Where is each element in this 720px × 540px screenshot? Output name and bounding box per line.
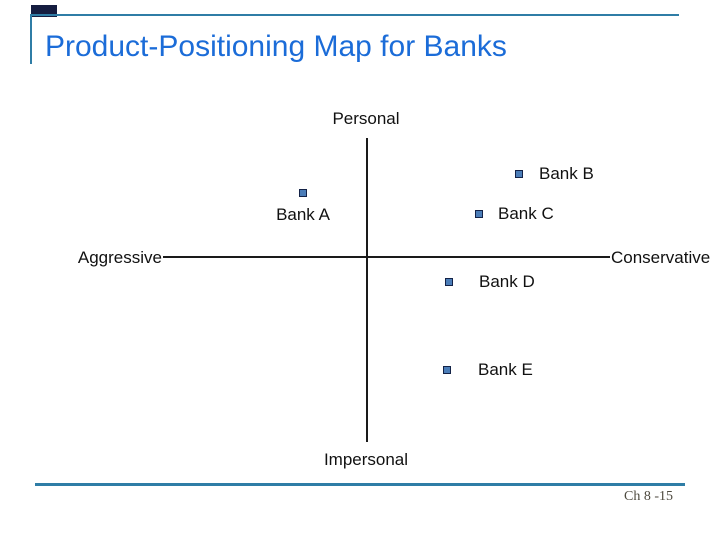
axis-label-impersonal: Impersonal: [323, 450, 409, 469]
slide-title: Product-Positioning Map for Banks: [45, 30, 507, 63]
bank-marker: [443, 365, 451, 374]
horizontal-axis-line: [163, 256, 610, 258]
bank-marker: [515, 170, 523, 179]
bank-label: Bank B: [539, 164, 594, 184]
bank-label: Bank E: [478, 359, 533, 379]
bank-label: Bank C: [498, 203, 554, 223]
axis-label-aggressive: Aggressive: [77, 248, 162, 267]
vertical-axis-line: [366, 138, 368, 442]
title-left-rule: [30, 14, 32, 64]
bank-label: Bank D: [479, 272, 535, 292]
footer-rule: [35, 483, 685, 486]
bank-marker: [299, 189, 307, 198]
page-number: Ch 8 -15: [624, 489, 673, 504]
title-top-rule: [30, 14, 679, 16]
bank-label: Bank A: [276, 205, 330, 225]
bank-marker: [475, 209, 483, 218]
axis-label-conservative: Conservative: [611, 248, 711, 267]
bank-marker: [445, 278, 453, 287]
axis-label-personal: Personal: [332, 109, 400, 128]
